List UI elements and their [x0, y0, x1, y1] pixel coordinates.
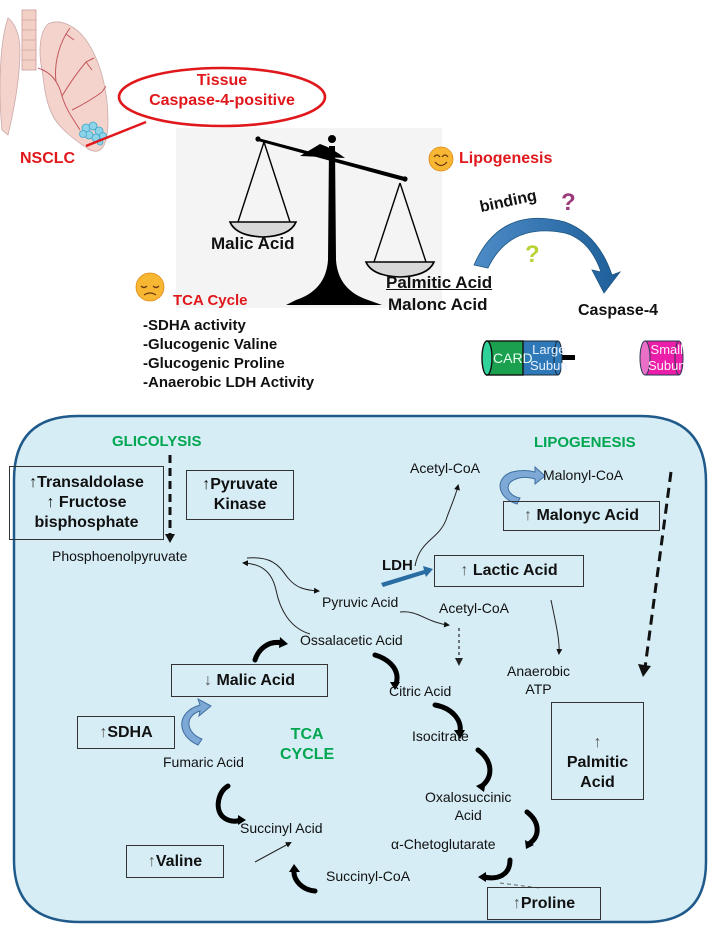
metabolite-acetyl-coa-top: Acetyl-CoA [410, 460, 481, 476]
tumor-cells [79, 121, 107, 146]
balance-scale-icon [228, 135, 436, 305]
tca-item-sdha: -SDHA activity [143, 317, 246, 334]
metabolite-succinyl-coa: Succinyl-CoA [326, 868, 411, 884]
tissue-label-line1: Tissue [196, 72, 248, 89]
tca-deficit-list: -SDHA activity -Glucogenic Valine -Gluco… [143, 316, 314, 392]
proline-box: ↑Proline [487, 887, 601, 920]
metabolite-malonyl-coa: Malonyl-CoA [543, 467, 624, 483]
pyruvate-kinase-line2: Kinase [213, 496, 267, 513]
lactic-acid-box: ↑ Lactic Acid [434, 555, 584, 587]
metabolite-ossalacetic-acid: Ossalacetic Acid [300, 632, 403, 648]
tca-item-proline: -Glucogenic Proline [143, 355, 285, 372]
malic-acid-box: ↓ Malic Acid [171, 664, 328, 697]
transaldolase-fructose-box: ↑Transaldolase ↑ Fructose bisphosphate [9, 466, 164, 540]
caspase-4-domain-diagram [481, 340, 684, 376]
tca-item-ldh: -Anaerobic LDH Activity [143, 374, 315, 391]
pathway-connectors [242, 484, 563, 863]
pyruvate-kinase-box: ↑Pyruvate Kinase [186, 470, 294, 520]
sdha-label: SDHA [107, 724, 153, 741]
tca-cycle-title: TCA CYCLE [280, 725, 334, 765]
small-subunit-line2: Subun [648, 358, 686, 373]
metabolite-fumaric-acid: Fumaric Acid [163, 754, 244, 770]
metabolite-citric-acid: Citric Acid [389, 683, 452, 699]
large-subunit-line1: Large [532, 342, 566, 357]
binding-arrow-icon [473, 217, 622, 294]
metabolite-oxalosuccinic-acid: Oxalosuccinic Acid [425, 788, 511, 824]
metabolite-isocitrate: Isocitrate [412, 728, 469, 744]
sad-emoji-icon [135, 272, 165, 302]
sdha-box: ↑SDHA [77, 716, 175, 749]
lipogenesis-title: LIPOGENESIS [534, 434, 636, 451]
malonyc-acid-box: ↑ Malonyc Acid [503, 501, 660, 531]
tissue-ellipse [117, 66, 327, 128]
lactic-acid-label: Lactic Acid [472, 562, 558, 579]
tca-cycle-arrows [215, 639, 540, 894]
metabolite-alpha-chetoglutarate: α-Chetoglutarate [391, 836, 496, 852]
oxalosuccinic-acid-label: Acid [454, 807, 482, 823]
malonyc-acid-label: Malonyc Acid [536, 507, 639, 524]
question-mark-green-icon: ? [525, 241, 540, 268]
tca-cycle-top-label: TCA Cycle [173, 292, 248, 309]
caspase-4-label: Caspase-4 [578, 302, 659, 319]
oxalosuccinic-label: Oxalosuccinic [425, 789, 512, 805]
valine-box: ↑Valine [126, 845, 224, 878]
tca-title-line1: TCA [290, 726, 324, 743]
large-subunit-line2: Subun [530, 358, 568, 373]
anaerobic-label: Anaerobic [507, 663, 571, 679]
glicolysis-title: GLICOLYSIS [112, 433, 202, 450]
up-arrow-icon: ↑ [147, 853, 156, 870]
lipogenesis-dashed-arrow [643, 471, 673, 669]
question-mark-purple-icon: ? [561, 189, 576, 216]
pointer-line [85, 120, 147, 148]
smiling-emoji-icon [428, 146, 454, 172]
lipogenesis-top-label: Lipogenesis [459, 150, 553, 167]
fructose-label: ↑ Fructose [46, 494, 127, 511]
malic-acid-label: Malic Acid [216, 672, 295, 689]
transaldolase-label: ↑Transaldolase [29, 474, 144, 491]
valine-label: Valine [155, 853, 203, 870]
malonyl-curved-arrow-icon [499, 465, 546, 505]
metabolite-anaerobic-atp: Anaerobic ATP [507, 662, 570, 698]
scale-right-label-palmitic: Palmitic Acid [386, 273, 493, 292]
palmitic-acid-box: ↑ Palmitic Acid [551, 702, 644, 800]
up-arrow-icon: ↑ [99, 724, 108, 741]
palmitic-line1: Palmitic [566, 754, 629, 771]
pyruvate-kinase-line1: ↑Pyruvate [202, 476, 278, 493]
down-arrow-icon: ↓ [204, 672, 212, 689]
metabolite-succinyl-acid: Succinyl Acid [240, 820, 323, 836]
nsclc-label: NSCLC [20, 150, 76, 167]
tissue-label-line2: Caspase-4-positive [149, 92, 295, 109]
small-subunit-line1: Small [650, 342, 684, 357]
small-subunit-label: Small Subun [648, 342, 686, 374]
up-arrow-icon: ↑ [593, 734, 602, 751]
tca-item-valine: -Glucogenic Valine [143, 336, 278, 353]
proline-label: Proline [520, 895, 576, 912]
scale-right-label-malonc: Malonc Acid [388, 295, 488, 314]
tissue-label: Tissue Caspase-4-positive [122, 71, 322, 111]
bisphosphate-label: bisphosphate [34, 514, 139, 531]
ldh-label: LDH [382, 557, 413, 574]
metabolite-pyruvic-acid: Pyruvic Acid [322, 594, 399, 610]
card-domain-label: CARD [493, 350, 533, 366]
scale-background [176, 128, 442, 308]
metabolite-phosphoenolpyruvate: Phosphoenolpyruvate [52, 548, 188, 564]
ldh-arrow-icon [381, 566, 433, 587]
scale-left-label: Malic Acid [211, 234, 295, 253]
up-arrow-icon: ↑ [460, 562, 469, 579]
up-arrow-icon: ↑ [512, 895, 521, 912]
palmitic-line2: Acid [580, 774, 615, 791]
tca-title-line2: CYCLE [280, 746, 335, 763]
large-subunit-label: Large Subun [530, 342, 568, 374]
pathway-panel [12, 414, 708, 924]
up-arrow-icon: ↑ [524, 507, 532, 524]
metabolite-acetyl-coa-mid: Acetyl-CoA [439, 600, 510, 616]
lung-illustration [0, 9, 109, 152]
sdha-curved-arrow-icon [181, 697, 212, 746]
atp-label: ATP [525, 681, 552, 697]
